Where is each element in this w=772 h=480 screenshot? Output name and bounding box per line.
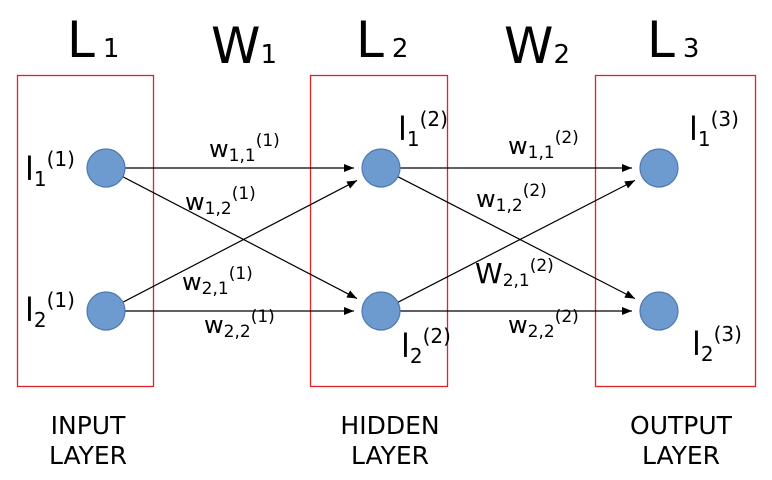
caption-hidden-line1: HIDDEN (340, 411, 439, 440)
edge-label-w11-1: w1,1(1) (209, 131, 280, 166)
edge-label-w21-1: w2,1(1) (182, 264, 253, 299)
node-label-l3-1: l1(3) (689, 107, 739, 151)
caption-output-line2: LAYER (642, 441, 720, 470)
node-l2-2 (361, 291, 401, 331)
edge-label-w12-1: w1,2(1) (185, 184, 256, 219)
node-label-l1-1: l1(1) (25, 147, 75, 191)
edge-label-w12-2: w1,2(2) (476, 181, 547, 216)
node-l3-1 (639, 148, 679, 188)
caption-input-line1: INPUT (51, 411, 126, 440)
edge-n22-n31 (397, 179, 636, 303)
caption-output-line1: OUTPUT (630, 411, 733, 440)
node-l2-1 (361, 148, 401, 188)
caption-hidden-line2: LAYER (351, 441, 429, 470)
layer-box-input (16, 74, 155, 388)
layer-box-hidden (309, 74, 449, 388)
caption-input-line2: LAYER (49, 441, 127, 470)
node-l3-2 (639, 291, 679, 331)
node-label-l3-2: l2(3) (692, 322, 742, 366)
node-label-l1-2: l2(1) (25, 288, 75, 332)
edge-label-w21-2: W2,1(2) (475, 256, 554, 291)
weight-matrix-w2: W2 (504, 17, 570, 75)
edge-label-w11-2: w1,1(2) (508, 128, 579, 163)
edge-label-w22-1: w2,2(1) (204, 307, 275, 342)
edge-n11-n22 (122, 176, 358, 300)
edge-n12-n21 (122, 179, 358, 303)
edges (122, 164, 636, 315)
layer-box-output (594, 74, 757, 388)
node-label-l2-1: l1(2) (398, 107, 448, 151)
weight-matrix-w1: W1 (211, 17, 277, 75)
node-label-l2-2: l2(2) (401, 324, 451, 368)
node-l1-2 (86, 291, 126, 331)
edge-label-w22-2: w2,2(2) (508, 307, 579, 342)
node-l1-1 (86, 148, 126, 188)
edge-n21-n32 (397, 176, 636, 300)
